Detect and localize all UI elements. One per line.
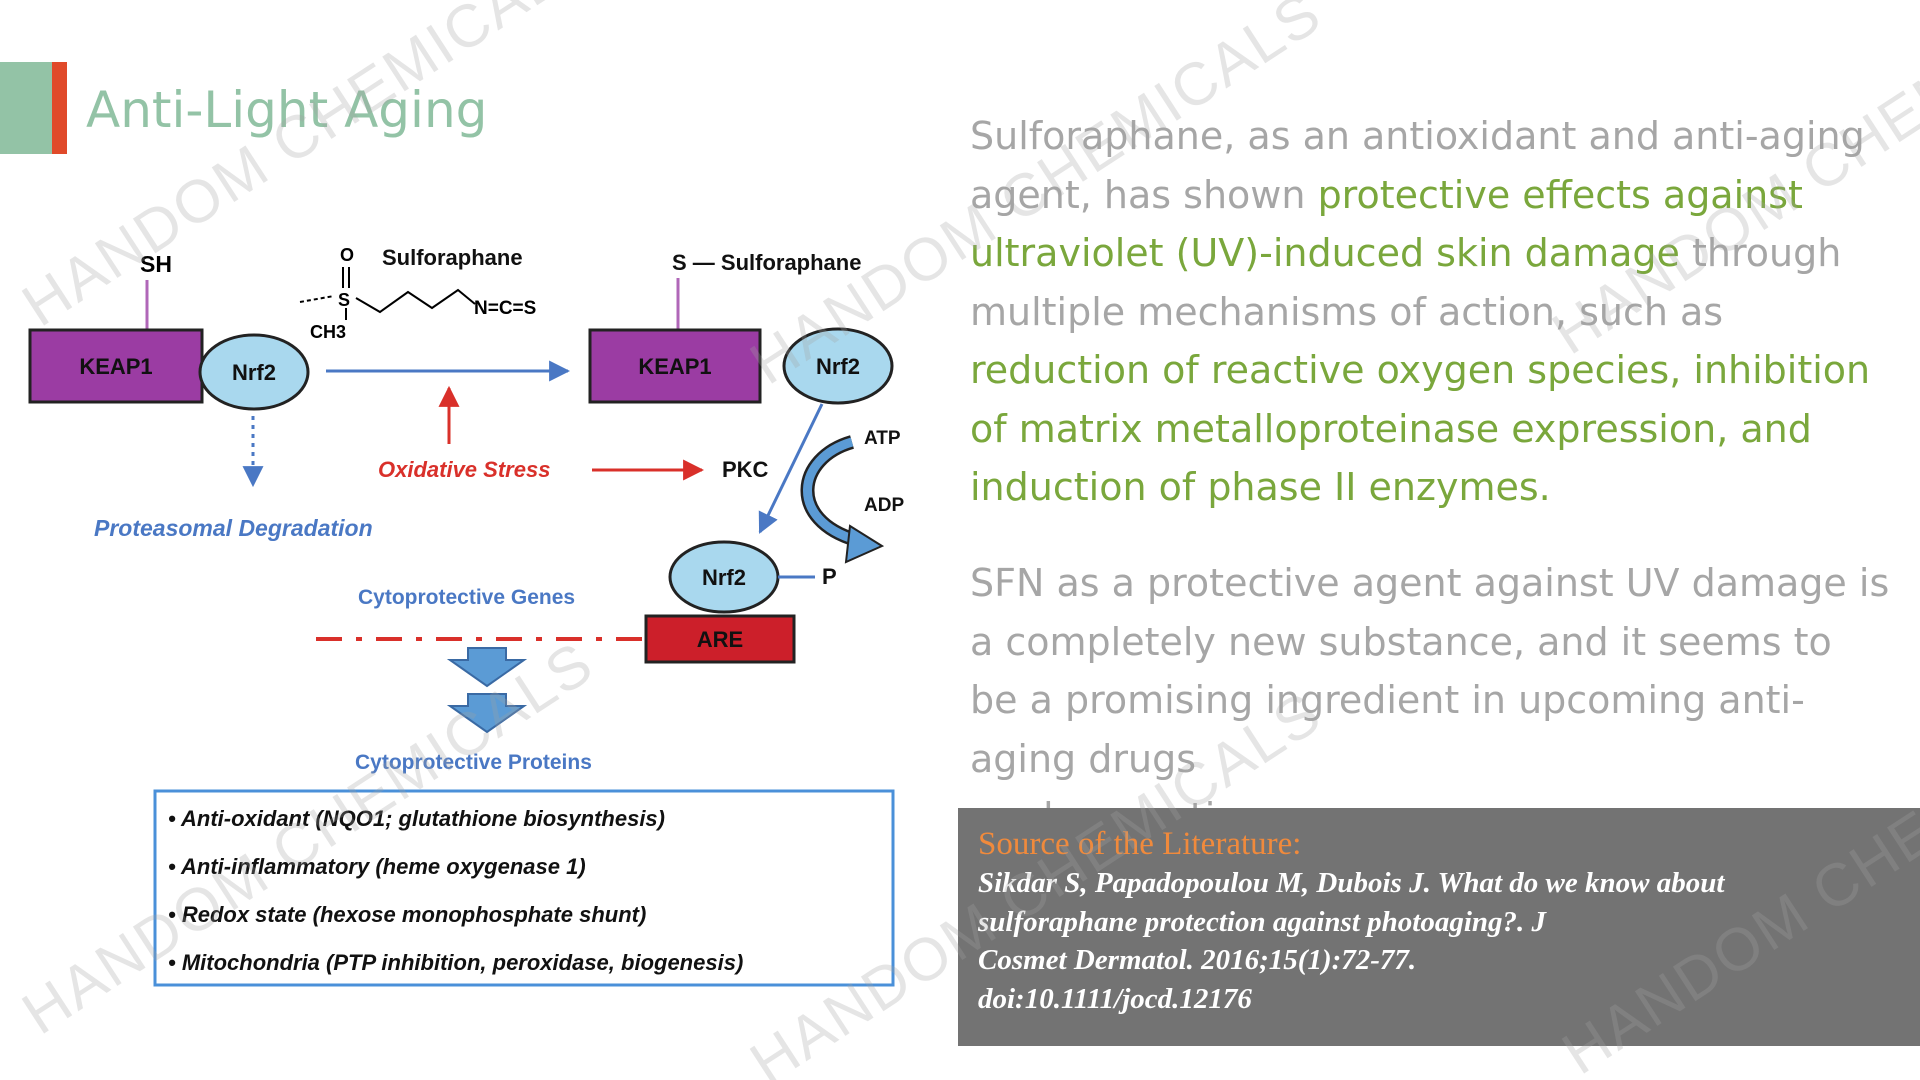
nrf2-label-left: Nrf2 bbox=[232, 360, 276, 385]
nrf2-ellipse-left bbox=[198, 333, 310, 411]
keap1-label-right: KEAP1 bbox=[638, 354, 711, 379]
source-box: Source of the Literature: Sikdar S, Papa… bbox=[958, 808, 1920, 1046]
citation-line: sulforaphane protection against photoagi… bbox=[978, 905, 1547, 938]
citation-line: doi:10.1111/jocd.12176 bbox=[978, 982, 1252, 1015]
proteasomal-label: Proteasomal Degradation bbox=[94, 515, 373, 541]
keap1-box-right bbox=[588, 328, 762, 404]
ncs-label: N=C=S bbox=[474, 298, 536, 319]
cyto-genes-label: Cytoprotective Genes bbox=[358, 586, 575, 609]
adp-label: ADP bbox=[864, 495, 904, 516]
protein-item: • Redox state (hexose monophosphate shun… bbox=[168, 902, 646, 927]
paragraph-1: Sulforaphane, as an antioxidant and anti… bbox=[970, 107, 1890, 517]
down-arrow-2 bbox=[446, 693, 528, 734]
p1-text-2: through multiple mechanisms of action, s… bbox=[970, 231, 1842, 334]
translocation-arrow bbox=[758, 403, 824, 534]
sh-label: SH bbox=[140, 251, 172, 277]
title-accent-red bbox=[52, 62, 67, 154]
down-arrow-1 bbox=[446, 647, 528, 688]
keap1-label-left: KEAP1 bbox=[79, 354, 152, 379]
are-label: ARE bbox=[697, 627, 743, 652]
proteins-box bbox=[153, 789, 895, 987]
ch3-label: CH3 bbox=[310, 322, 346, 342]
nrf2-ellipse-right bbox=[782, 327, 894, 405]
protein-list: • Anti-oxidant (NQO1; glutathione biosyn… bbox=[168, 806, 743, 975]
carbon-chain bbox=[355, 288, 476, 314]
nrf2-label-phospho: Nrf2 bbox=[702, 565, 746, 590]
atp-label: ATP bbox=[864, 428, 901, 449]
protein-item: • Anti-oxidant (NQO1; glutathione biosyn… bbox=[168, 806, 665, 831]
title-accent-green bbox=[0, 62, 52, 154]
pkc-label: PKC bbox=[722, 457, 769, 482]
citation-line: Cosmet Dermatol. 2016;15(1):72-77. bbox=[978, 944, 1417, 976]
paragraph-2: SFN as a protective agent against UV dam… bbox=[970, 554, 1890, 847]
page-title: Anti-Light Aging bbox=[86, 81, 488, 139]
p1-highlight-1: protective effects against ultraviolet (… bbox=[970, 172, 1803, 276]
s-sulforaphane-label: S — Sulforaphane bbox=[672, 250, 861, 275]
oxidative-stress-label: Oxidative Stress bbox=[378, 457, 550, 482]
are-box bbox=[644, 614, 796, 664]
sulforaphane-label: Sulforaphane bbox=[382, 245, 523, 270]
nrf2-pathway-diagram: SH KEAP1 Nrf2 Proteasomal Degradation O … bbox=[28, 245, 904, 987]
p1-text-1: Sulforaphane, as an antioxidant and anti… bbox=[970, 114, 1865, 217]
protein-item: • Anti-inflammatory (heme oxygenase 1) bbox=[168, 854, 586, 879]
p1-highlight-2: reduction of reactive oxygen species, in… bbox=[970, 348, 1871, 509]
p-label: P bbox=[822, 564, 837, 589]
cyto-proteins-label: Cytoprotective Proteins bbox=[355, 751, 592, 774]
atom-s: S bbox=[338, 290, 350, 310]
stereo-bond bbox=[299, 295, 335, 303]
citation-line: Sikdar S, Papadopoulou M, Dubois J. What… bbox=[978, 867, 1725, 899]
atom-o: O bbox=[340, 245, 354, 265]
phosphorylation-arrowhead bbox=[844, 524, 885, 564]
p2-text: SFN as a protective agent against UV dam… bbox=[970, 561, 1890, 781]
phosphorylation-arc bbox=[803, 437, 858, 545]
protein-item: • Mitochondria (PTP inhibition, peroxida… bbox=[168, 950, 743, 975]
nrf2-label-right: Nrf2 bbox=[816, 354, 860, 379]
source-heading: Source of the Literature: bbox=[978, 826, 1302, 862]
